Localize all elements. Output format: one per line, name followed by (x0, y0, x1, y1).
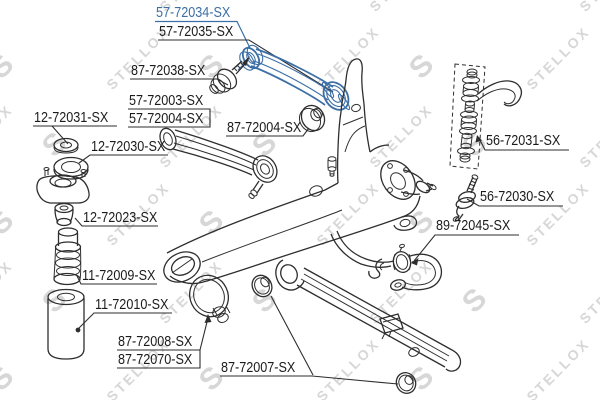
part-label-87-72070-sx[interactable]: 87-72070-SX (118, 352, 193, 368)
part-label-87-72008-sx[interactable]: 87-72008-SX (118, 334, 193, 350)
bushing-87-72008 (183, 269, 235, 324)
stabilizer-bar (331, 81, 521, 292)
part-label-89-72045-sx[interactable]: 89-72045-SX (436, 218, 511, 234)
part-label-87-72004-sx[interactable]: 87-72004-SX (227, 120, 302, 136)
trailing-arm-body (159, 59, 437, 288)
leader-lines (33, 22, 569, 385)
lower-lateral-rod (248, 260, 460, 397)
part-label-12-72030-sx[interactable]: 12-72030-SX (91, 139, 166, 155)
part-label-57-72003-sx[interactable]: 57-72003-SX (129, 93, 204, 109)
part-label-12-72023-sx[interactable]: 12-72023-SX (83, 210, 158, 226)
part-label-11-72010-sx[interactable]: 11-72010-SX (95, 297, 169, 313)
part-label-87-72007-sx[interactable]: 87-72007-SX (221, 360, 296, 376)
stabilizer-link-kit (450, 64, 485, 169)
part-label-87-72038-sx[interactable]: 87-72038-SX (131, 63, 206, 79)
part-label-56-72031-sx[interactable]: 56-72031-SX (486, 133, 561, 149)
lateral-arm-highlighted (236, 43, 354, 115)
part-label-12-72031-sx[interactable]: 12-72031-SX (34, 110, 109, 126)
bushing-87-72004 (295, 101, 329, 135)
link-ball-stud (452, 174, 478, 222)
strut-mount-parts (37, 139, 89, 360)
part-label-11-72009-sx[interactable]: 11-72009-SX (82, 268, 156, 284)
ball-joint-87-72038 (208, 56, 250, 96)
upper-control-arm (157, 126, 282, 199)
part-label-57-72035-sx[interactable]: 57-72035-SX (159, 24, 234, 40)
part-label-57-72004-sx[interactable]: 57-72004-SX (129, 111, 204, 127)
part-label-56-72030-sx[interactable]: 56-72030-SX (480, 189, 555, 205)
part-label-57-72034-sx[interactable]: 57-72034-SX (156, 5, 231, 21)
